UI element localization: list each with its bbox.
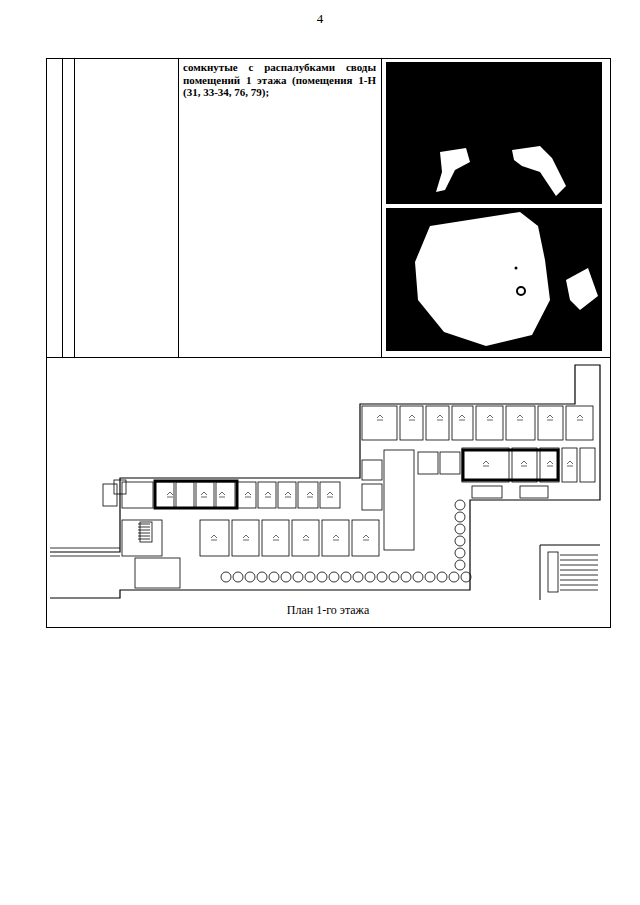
photo-top xyxy=(386,62,602,204)
page-number: 4 xyxy=(0,12,640,27)
table-cell-text: сомкнутые с распалубками своды помещений… xyxy=(183,61,376,99)
plan-caption: План 1-го этажа xyxy=(46,604,610,618)
photo-bottom xyxy=(386,208,602,351)
floor-plan xyxy=(50,365,600,600)
